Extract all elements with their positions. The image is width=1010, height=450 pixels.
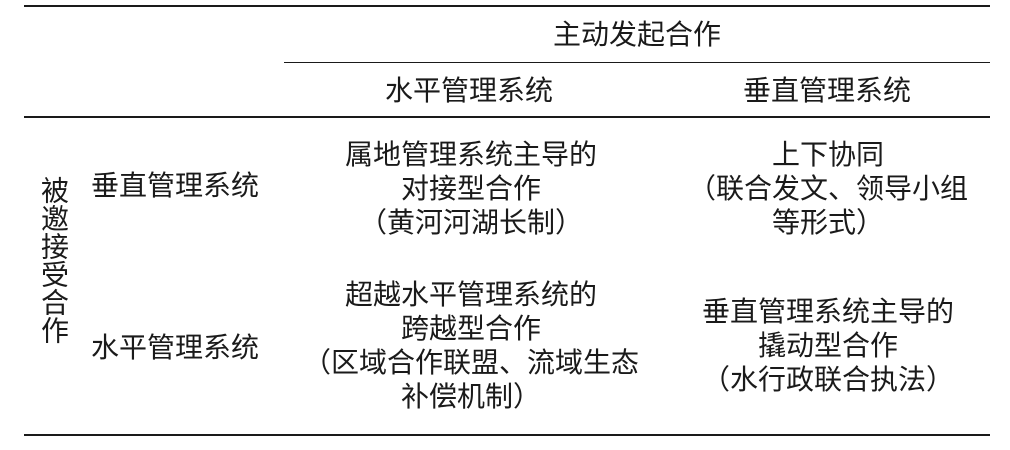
rule-header <box>24 116 990 118</box>
header-initiator-label: 主动发起合作 <box>552 18 721 51</box>
cell-vertical-row-horizontal-col: 属地管理系统主导的 对接型合作 （黄河河湖长制） <box>284 134 658 244</box>
cell-line: 补偿机制） <box>400 380 541 413</box>
header-initiator: 主动发起合作 <box>284 14 990 56</box>
subheader-horizontal-label: 水平管理系统 <box>384 74 553 107</box>
cell-line: 上下协同 <box>771 138 884 171</box>
row-label-horizontal: 水平管理系统 <box>70 326 280 370</box>
cell-horizontal-row-vertical-col: 垂直管理系统主导的 撬动型合作 （水行政联合执法） <box>668 290 988 402</box>
cell-line: 超越水平管理系统的 <box>344 278 597 311</box>
rule-bottom <box>24 434 990 436</box>
cell-line: 属地管理系统主导的 <box>344 138 597 171</box>
subheader-horizontal: 水平管理系统 <box>284 70 654 112</box>
rule-subheader <box>284 62 990 63</box>
cell-line: 垂直管理系统主导的 <box>701 295 954 328</box>
rule-top <box>24 5 990 7</box>
cell-vertical-row-vertical-col: 上下协同 （联合发文、领导小组 等形式） <box>668 134 988 244</box>
row-label-vertical: 垂直管理系统 <box>70 164 280 208</box>
subheader-vertical-label: 垂直管理系统 <box>742 74 911 107</box>
cell-line: 撬动型合作 <box>757 329 898 362</box>
cell-line: 对接型合作 <box>400 172 541 205</box>
row-label-vertical-text: 垂直管理系统 <box>90 169 259 202</box>
row-label-horizontal-text: 水平管理系统 <box>90 331 259 364</box>
cell-line: （黄河河湖长制） <box>358 206 583 239</box>
side-header-invitee: 被邀接受合作 <box>37 176 70 344</box>
cell-line: （水行政联合执法） <box>701 363 954 396</box>
cell-line: （联合发文、领导小组 <box>687 172 968 205</box>
subheader-vertical: 垂直管理系统 <box>664 70 990 112</box>
cell-line: 跨越型合作 <box>400 312 541 345</box>
cell-line: 等形式） <box>771 206 884 239</box>
cell-line: （区域合作联盟、流域生态 <box>302 346 639 379</box>
cell-horizontal-row-horizontal-col: 超越水平管理系统的 跨越型合作 （区域合作联盟、流域生态 补偿机制） <box>284 274 658 418</box>
